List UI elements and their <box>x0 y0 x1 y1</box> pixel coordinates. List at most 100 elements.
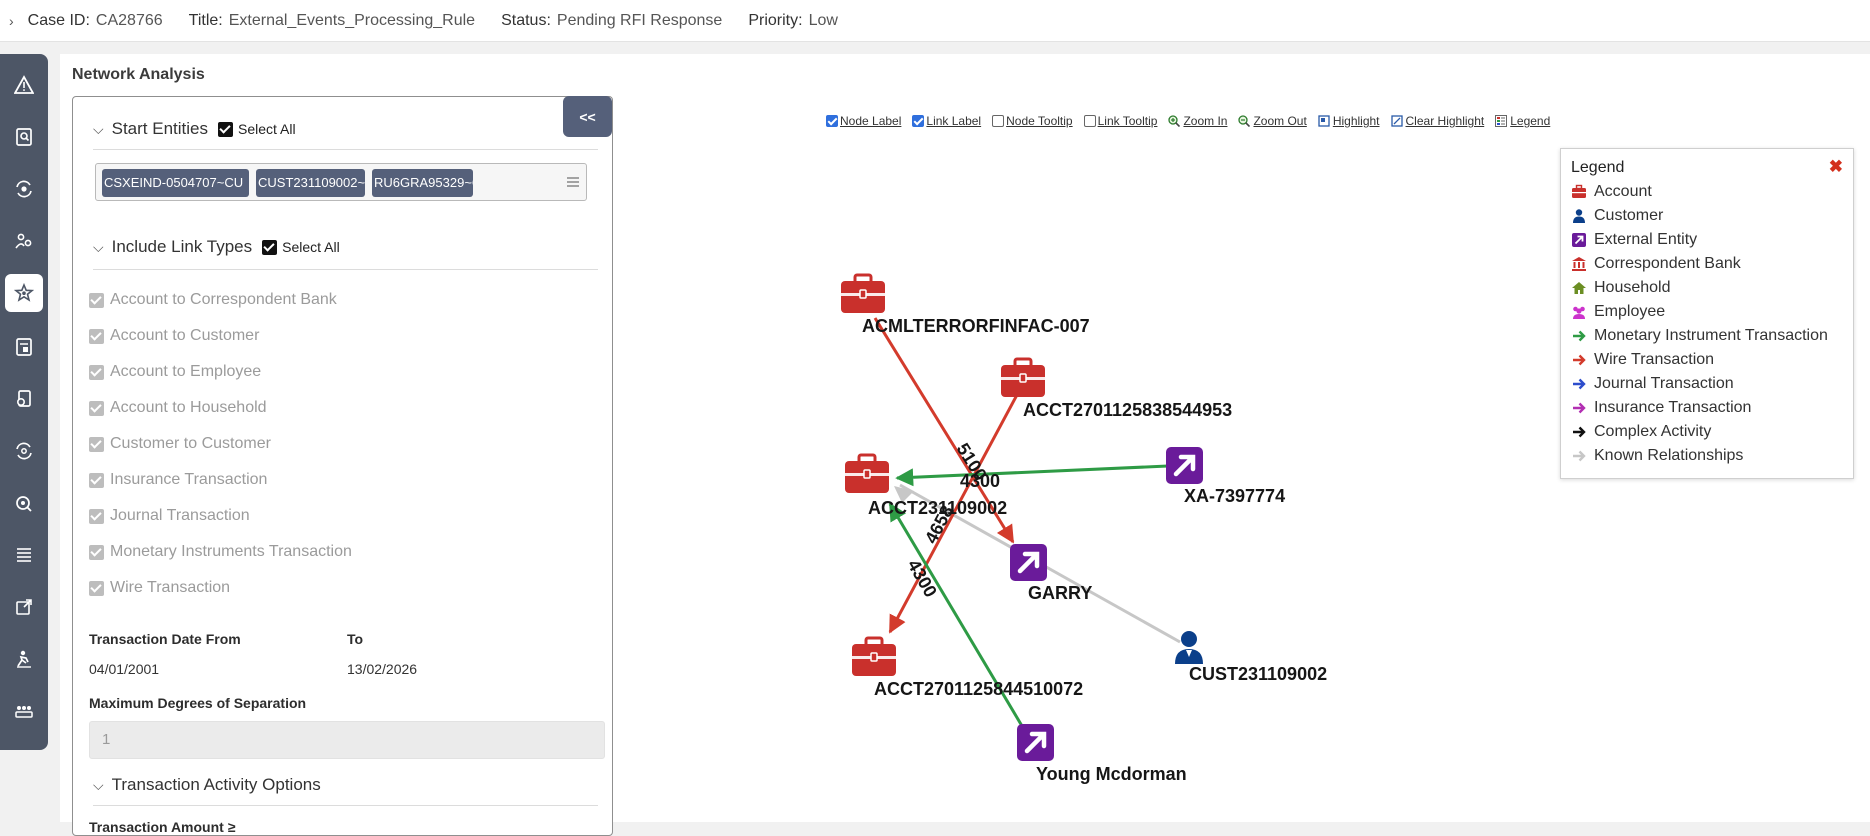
legend-button[interactable]: Legend <box>1495 114 1550 128</box>
entity-chip[interactable]: CSXEIND-0504707~CU <box>102 169 249 197</box>
start-entities-input[interactable]: CSXEIND-0504707~CU CUST231109002~CU RU6G… <box>95 163 587 201</box>
link-type-checkbox[interactable] <box>89 400 104 416</box>
zoom-in-label: Zoom In <box>1183 114 1228 128</box>
link-type-label: Account to Household <box>110 399 267 416</box>
entity-chip[interactable]: RU6GRA95329~CU <box>372 169 473 197</box>
house-icon <box>1572 282 1586 294</box>
clear-highlight-label: Clear Highlight <box>1405 114 1485 128</box>
case-title-field: Title:External_Events_Processing_Rule <box>189 12 475 30</box>
external-entity-node-icon[interactable] <box>1010 544 1047 581</box>
link-type-checkbox[interactable] <box>89 328 104 344</box>
arrow-right-icon <box>1573 378 1586 390</box>
link-type-option[interactable]: Customer to Customer <box>89 435 271 453</box>
divider <box>93 269 598 270</box>
node-tooltip-toggle[interactable]: Node Tooltip <box>992 114 1073 128</box>
scan-icon[interactable] <box>5 484 43 522</box>
link-type-checkbox[interactable] <box>89 580 104 596</box>
person-run-icon[interactable] <box>5 640 43 678</box>
clear-highlight-button[interactable]: Clear Highlight <box>1390 114 1485 128</box>
date-to-input[interactable]: 13/02/2026 <box>347 661 418 677</box>
evidence-icon[interactable] <box>5 380 43 418</box>
zoom-out-label: Zoom Out <box>1253 114 1307 128</box>
start-entities-header: ⌵ Start Entities Select All <box>93 119 296 139</box>
node-label-checkbox[interactable] <box>826 115 838 127</box>
link-type-option[interactable]: Insurance Transaction <box>89 471 267 489</box>
collapse-panel-button[interactable]: << <box>563 96 612 137</box>
select-all-label: Select All <box>238 121 296 137</box>
select-all-checkbox[interactable] <box>218 121 233 137</box>
case-id-value: CA28766 <box>95 11 163 29</box>
max-separation-input[interactable]: 1 <box>89 721 605 759</box>
highlight-button[interactable]: Highlight <box>1318 114 1380 128</box>
report-search-icon[interactable] <box>5 118 43 156</box>
link-type-checkbox[interactable] <box>89 508 104 524</box>
link-label-toggle[interactable]: Link Label <box>912 114 981 128</box>
activity-options-collapse-icon[interactable]: ⌵ <box>93 776 104 793</box>
start-entities-select-all[interactable]: Select All <box>218 121 296 137</box>
link-type-option[interactable]: Account to Household <box>89 399 267 417</box>
link-type-checkbox[interactable] <box>89 544 104 560</box>
legend-title: Legend <box>1571 159 1625 176</box>
group-icon[interactable] <box>5 692 43 730</box>
link-type-option[interactable]: Account to Customer <box>89 327 259 345</box>
account-node-briefcase-icon[interactable] <box>845 453 889 493</box>
expand-header-chevron-icon[interactable]: › <box>9 12 14 29</box>
case-id-field: Case ID:CA28766 <box>28 12 163 30</box>
select-all-checkbox[interactable] <box>262 239 278 255</box>
external-entity-node-icon[interactable] <box>1166 447 1203 484</box>
link-type-option[interactable]: Account to Employee <box>89 363 261 381</box>
max-separation-label: Maximum Degrees of Separation <box>89 695 307 711</box>
entities-list-menu-icon[interactable] <box>566 175 580 189</box>
case-header-bar: › Case ID:CA28766 Title:External_Events_… <box>0 0 1870 42</box>
divider <box>93 149 598 150</box>
legend-label: Customer <box>1594 207 1664 224</box>
network-analysis-icon[interactable] <box>5 274 43 312</box>
date-to-label: To <box>347 631 364 647</box>
external-entity-node-icon[interactable] <box>1017 724 1054 761</box>
external-link-icon[interactable] <box>5 588 43 626</box>
link-type-label: Account to Customer <box>110 327 260 344</box>
link-type-checkbox[interactable] <box>89 292 104 308</box>
ledger-icon[interactable] <box>5 328 43 366</box>
list-icon[interactable] <box>5 536 43 574</box>
link-type-checkbox[interactable] <box>89 436 104 452</box>
entity-chip[interactable]: CUST231109002~CU <box>256 169 365 197</box>
legend-item-employee: Employee <box>1571 303 1665 321</box>
link-types-collapse-icon[interactable]: ⌵ <box>93 238 104 255</box>
account-node-briefcase-icon[interactable] <box>1001 357 1045 397</box>
alert-icon[interactable] <box>5 66 43 104</box>
link-type-option[interactable]: Journal Transaction <box>89 507 250 525</box>
money-exchange-icon[interactable] <box>5 170 43 208</box>
legend-item-external-entity: External Entity <box>1571 231 1697 249</box>
date-from-input[interactable]: 04/01/2001 <box>89 661 160 677</box>
start-entities-collapse-icon[interactable]: ⌵ <box>93 120 104 137</box>
zoom-out-button[interactable]: Zoom Out <box>1238 114 1307 128</box>
link-type-checkbox[interactable] <box>89 472 104 488</box>
case-status-field: Status:Pending RFI Response <box>501 12 722 30</box>
node-label-toggle[interactable]: Node Label <box>826 114 901 128</box>
people-icon[interactable] <box>5 222 43 260</box>
zoom-out-icon <box>1238 115 1251 127</box>
link-types-select-all[interactable]: Select All <box>262 239 340 255</box>
link-type-label: Insurance Transaction <box>110 471 268 488</box>
account-node-briefcase-icon[interactable] <box>852 636 896 676</box>
link-type-label: Monetary Instruments Transaction <box>110 543 352 560</box>
link-type-checkbox[interactable] <box>89 364 104 380</box>
link-type-label: Account to Correspondent Bank <box>110 291 337 308</box>
node-tooltip-checkbox[interactable] <box>992 115 1005 127</box>
link-type-option[interactable]: Account to Correspondent Bank <box>89 291 337 309</box>
link-type-option[interactable]: Monetary Instruments Transaction <box>89 543 352 561</box>
link-tooltip-toggle[interactable]: Link Tooltip <box>1083 114 1157 128</box>
legend-item-known-relationships: Known Relationships <box>1571 447 1743 465</box>
customer-node-person-icon[interactable] <box>1175 631 1203 664</box>
link-type-label: Account to Employee <box>110 363 262 380</box>
zoom-in-button[interactable]: Zoom In <box>1168 114 1227 128</box>
account-node-briefcase-icon[interactable] <box>841 273 885 313</box>
link-tooltip-checkbox[interactable] <box>1083 115 1096 127</box>
link-type-option[interactable]: Wire Transaction <box>89 579 230 597</box>
legend-close-icon[interactable]: ✖ <box>1828 157 1843 176</box>
legend-panel: Legend ✖ Account Customer External Entit… <box>1560 148 1854 479</box>
search-criteria-panel: ⌵ Start Entities Select All CSXEIND-0504… <box>72 96 613 836</box>
link-label-checkbox[interactable] <box>912 115 925 127</box>
transfer-icon[interactable] <box>5 432 43 470</box>
